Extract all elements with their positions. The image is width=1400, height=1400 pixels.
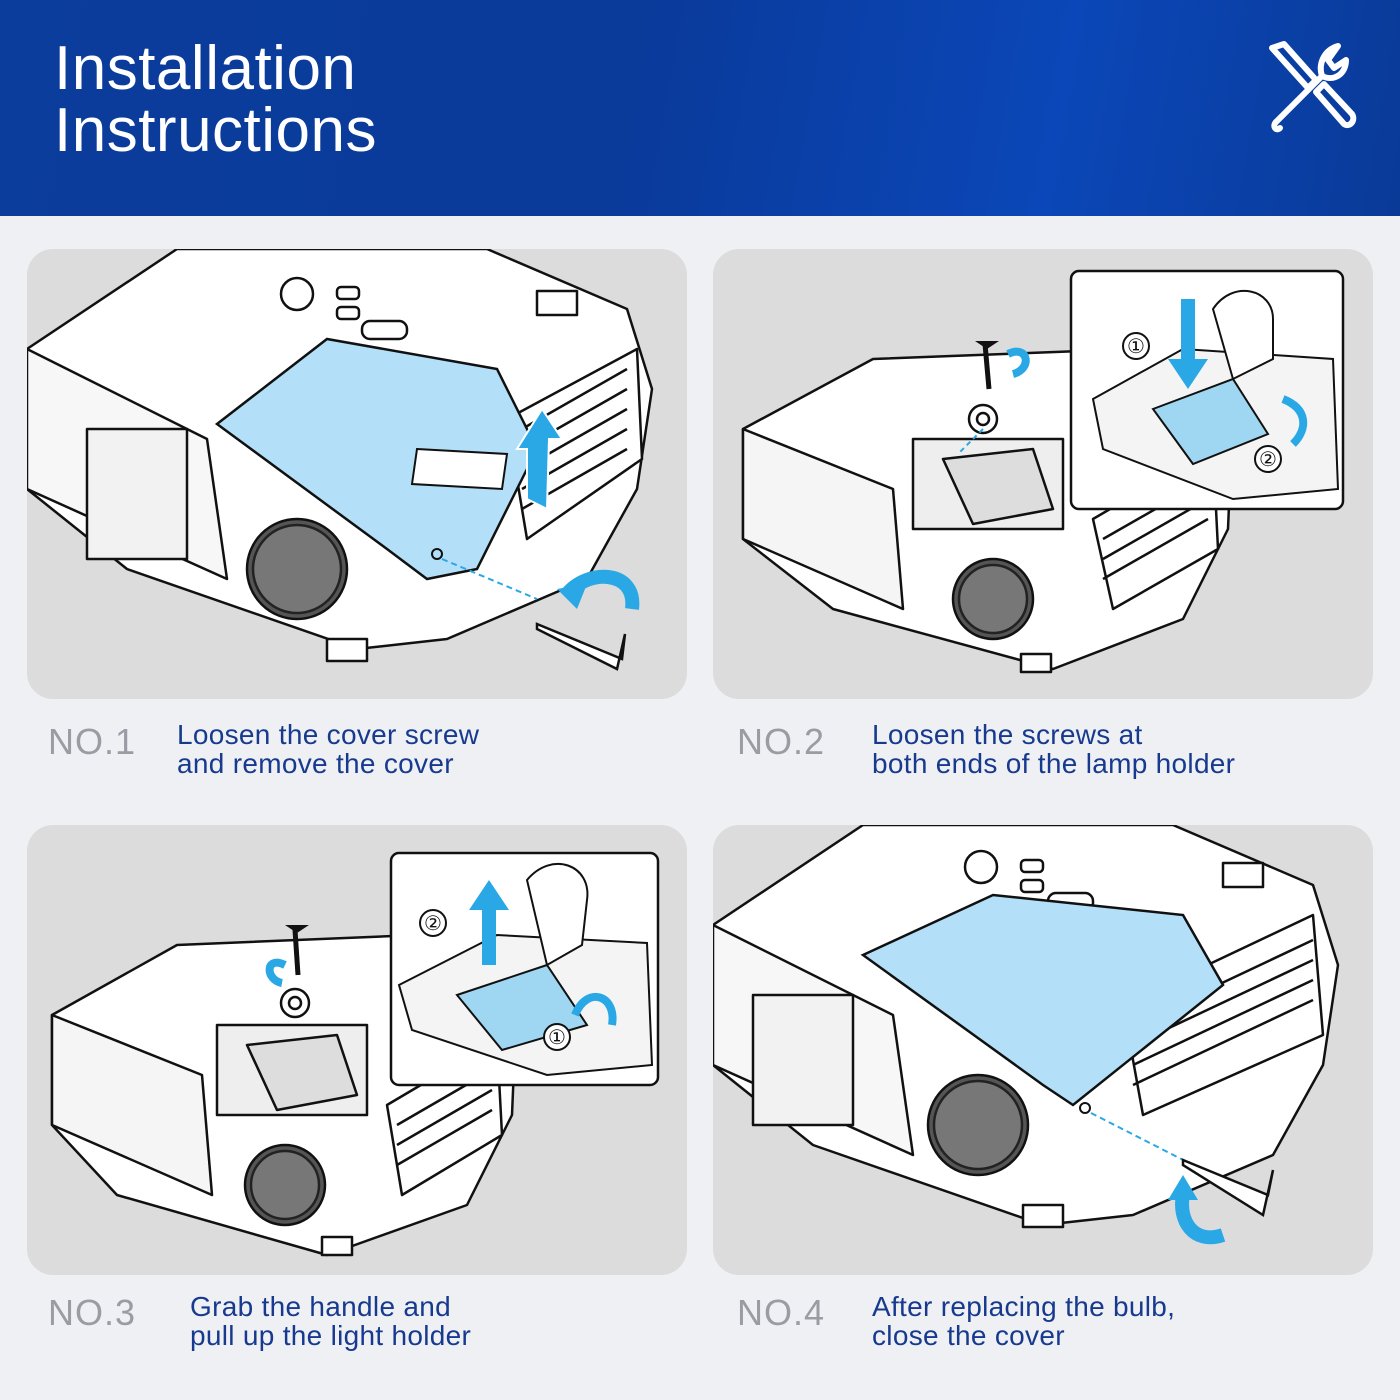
- projector-cover-removal-drawing: [27, 249, 654, 671]
- pull-up-lamp-holder-drawing: ② ①: [50, 851, 660, 1257]
- step-4-line-2: close the cover: [872, 1320, 1065, 1351]
- step-1-description: Loosen the cover screw and remove the co…: [177, 720, 479, 778]
- step-1-line-2: and remove the cover: [177, 748, 454, 779]
- callout-2: ②: [1259, 447, 1277, 471]
- tools-icon: [1269, 41, 1357, 133]
- title-line-1: Installation: [54, 34, 357, 103]
- step-3-number: NO.3: [48, 1292, 137, 1333]
- step-3-illustration: ② ①: [27, 825, 687, 1275]
- step-1-number: NO.1: [48, 721, 137, 762]
- step-2-illustration: ① ②: [713, 249, 1373, 699]
- callout-2: ②: [424, 911, 442, 935]
- callout-1: ①: [548, 1025, 566, 1049]
- step-4-illustration: [713, 825, 1373, 1275]
- step-2-line-2: both ends of the lamp holder: [872, 748, 1236, 779]
- step-4-line-1: After replacing the bulb,: [872, 1291, 1176, 1322]
- lamp-holder-screws-drawing: ① ②: [741, 269, 1345, 674]
- step-2-line-1: Loosen the screws at: [872, 719, 1143, 750]
- step-3-description: Grab the handle and pull up the light ho…: [190, 1292, 471, 1350]
- step-4-number: NO.4: [737, 1292, 826, 1333]
- step-4-description: After replacing the bulb, close the cove…: [872, 1292, 1175, 1350]
- step-2-description: Loosen the screws at both ends of the la…: [872, 720, 1235, 778]
- callout-1: ①: [1127, 334, 1145, 358]
- step-1-illustration: [27, 249, 687, 699]
- step-3-line-2: pull up the light holder: [190, 1320, 472, 1351]
- step-3-line-1: Grab the handle and: [190, 1291, 452, 1322]
- title-line-2: Instructions: [54, 96, 378, 165]
- step-1-line-1: Loosen the cover screw: [177, 719, 480, 750]
- step-2-number: NO.2: [737, 721, 826, 762]
- close-cover-drawing: [713, 825, 1340, 1245]
- header-banner: Installation Instructions: [0, 0, 1400, 216]
- page-title: Installation Instructions: [54, 38, 377, 162]
